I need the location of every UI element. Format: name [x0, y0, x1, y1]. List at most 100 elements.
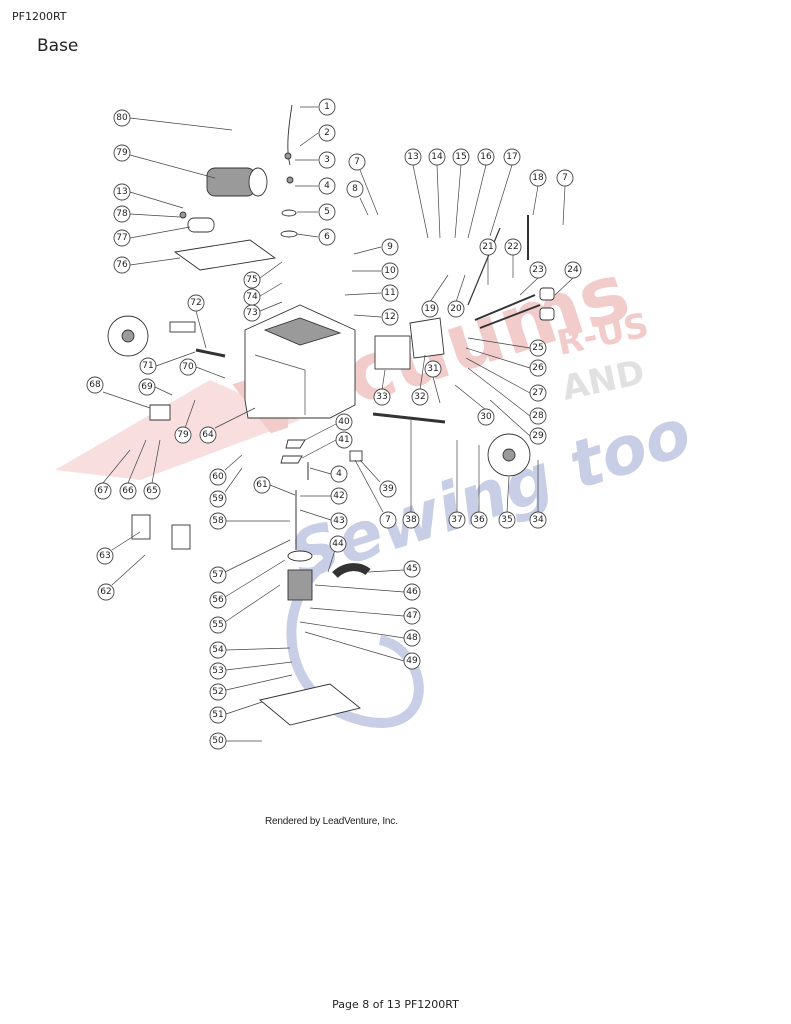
callout: 4: [309, 465, 348, 483]
callout: 54: [209, 641, 291, 659]
callout: 36: [470, 445, 488, 529]
svg-text:57: 57: [212, 570, 223, 580]
svg-text:3: 3: [324, 155, 330, 165]
svg-text:49: 49: [406, 656, 418, 666]
callout: 12: [353, 308, 399, 326]
callout: 62: [97, 554, 146, 601]
svg-text:11: 11: [384, 288, 395, 298]
callout: 9: [353, 238, 399, 256]
svg-text:78: 78: [116, 209, 128, 219]
callout: 34: [529, 460, 547, 529]
callout: 8: [346, 180, 369, 216]
model-label: PF1200RT: [12, 10, 67, 23]
parts: [107, 104, 555, 726]
callout: 16: [467, 148, 495, 239]
callout: 39: [359, 459, 397, 498]
credit-text: Rendered by LeadVenture, Inc.: [265, 816, 398, 827]
svg-text:14: 14: [431, 152, 443, 162]
callout: 7: [556, 169, 574, 226]
callout: 14: [428, 148, 446, 239]
callout: 2: [299, 124, 336, 147]
callout: 67: [94, 449, 131, 500]
svg-text:15: 15: [455, 152, 466, 162]
callout: 30: [454, 384, 495, 426]
callout: 42: [300, 487, 348, 505]
svg-text:16: 16: [480, 152, 492, 162]
callout: 44: [327, 535, 347, 573]
svg-text:43: 43: [333, 516, 344, 526]
callout: 80: [113, 109, 233, 131]
callout: 22: [504, 238, 522, 278]
callout: 60: [209, 454, 243, 486]
svg-text:58: 58: [212, 516, 224, 526]
svg-text:59: 59: [212, 494, 224, 504]
callout: 27: [465, 357, 547, 402]
svg-text:13: 13: [407, 152, 418, 162]
svg-text:80: 80: [116, 113, 128, 123]
callout: 5: [297, 203, 336, 221]
svg-text:36: 36: [473, 515, 485, 525]
callout: 31: [424, 360, 442, 404]
svg-text:17: 17: [506, 152, 517, 162]
svg-text:67: 67: [97, 486, 108, 496]
callout: 51: [209, 701, 263, 724]
callout: 33: [373, 369, 391, 406]
callout: 17: [489, 148, 521, 237]
svg-text:24: 24: [567, 265, 579, 275]
page-title: Base: [37, 36, 79, 56]
callout: 15: [452, 148, 470, 239]
hose-part: [287, 104, 293, 166]
callout: 71: [139, 351, 196, 375]
svg-text:51: 51: [212, 710, 223, 720]
svg-text:25: 25: [532, 343, 543, 353]
callout: 53: [209, 661, 293, 680]
callout: 3: [295, 151, 336, 169]
callout: 55: [209, 584, 281, 634]
caster-part: [171, 524, 191, 550]
callout: 4: [295, 177, 336, 195]
svg-text:41: 41: [338, 435, 349, 445]
motor-part: [206, 167, 256, 197]
callout: 46: [314, 583, 421, 601]
callout: 75: [243, 261, 283, 289]
callout: 76: [113, 256, 181, 274]
svg-text:40: 40: [338, 417, 350, 427]
svg-text:61: 61: [256, 480, 267, 490]
svg-text:44: 44: [332, 539, 344, 549]
svg-text:22: 22: [507, 242, 518, 252]
callout: 69: [138, 378, 173, 396]
svg-text:6: 6: [324, 232, 330, 242]
callout: 77: [113, 226, 191, 247]
svg-text:60: 60: [212, 472, 224, 482]
svg-text:2: 2: [324, 128, 330, 138]
callout: 40: [304, 413, 353, 441]
callout: 37: [448, 440, 466, 529]
callout: 10: [352, 262, 399, 280]
svg-text:55: 55: [212, 620, 223, 630]
axle-rod-part: [372, 412, 446, 424]
svg-text:69: 69: [141, 382, 153, 392]
svg-text:9: 9: [387, 242, 393, 252]
svg-text:7: 7: [354, 157, 360, 167]
svg-text:33: 33: [376, 392, 387, 402]
callout: 52: [209, 674, 293, 701]
svg-text:77: 77: [116, 233, 127, 243]
callout: 28: [467, 367, 547, 425]
svg-text:76: 76: [116, 260, 128, 270]
mount-plate-part: [173, 239, 277, 271]
callout: 79: [174, 399, 196, 444]
svg-text:10: 10: [384, 266, 396, 276]
svg-text:79: 79: [116, 148, 128, 158]
callout: 1: [300, 98, 336, 116]
svg-text:20: 20: [450, 304, 462, 314]
callout: 49: [304, 631, 421, 670]
callout: 19: [421, 274, 449, 318]
callout: 45: [367, 560, 421, 578]
callout: 72: [187, 294, 207, 349]
svg-text:68: 68: [89, 380, 101, 390]
base-plate-part: [259, 683, 361, 726]
callout: 26: [465, 347, 547, 377]
svg-text:62: 62: [100, 587, 111, 597]
callout: 23: [519, 261, 547, 296]
callout: 65: [143, 439, 161, 500]
